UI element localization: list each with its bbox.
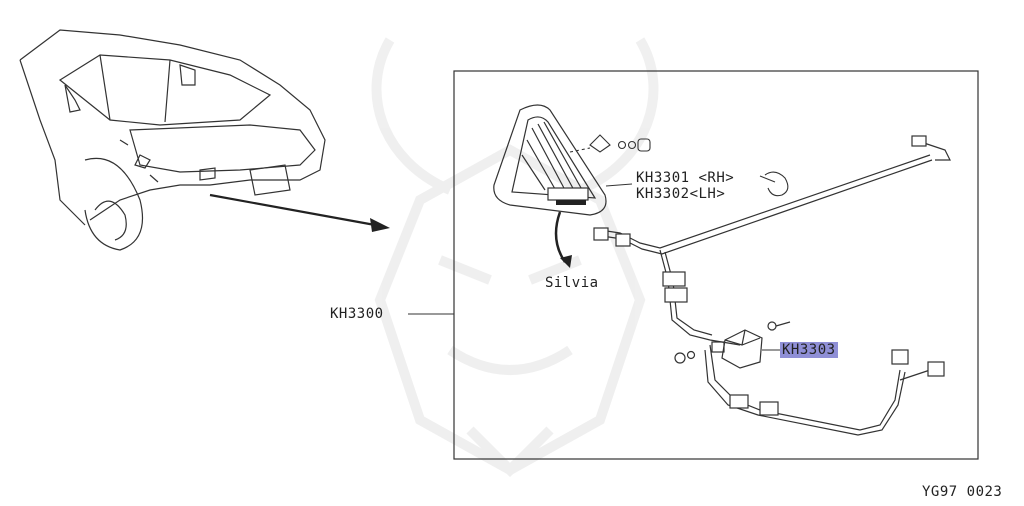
control-module-unit	[674, 321, 791, 369]
watermark-crest-icon	[371, 37, 659, 478]
part-label-kh3303-highlight: KH3303	[780, 342, 838, 358]
part-label-kh3302[interactable]: KH3302<LH>	[636, 186, 726, 202]
model-note-silvia: Silvia	[545, 275, 599, 291]
label-leader-lines	[605, 183, 780, 351]
quarter-garnish-panel	[493, 104, 607, 216]
detail-frame	[453, 70, 979, 460]
part-label-kh3303[interactable]: KH3303	[780, 342, 838, 358]
figure-code: YG97 0023	[922, 484, 1003, 500]
pointer-arrow	[209, 193, 390, 232]
clip-fasteners-icon	[569, 134, 651, 153]
wiring-harness	[593, 135, 951, 436]
model-callout-arrow	[554, 211, 572, 268]
part-label-kh3301[interactable]: KH3301 <RH>	[636, 170, 735, 186]
part-label-kh3300[interactable]: KH3300	[330, 306, 384, 322]
car-rear-view	[19, 29, 326, 251]
wire-clamp-icon	[759, 171, 789, 197]
